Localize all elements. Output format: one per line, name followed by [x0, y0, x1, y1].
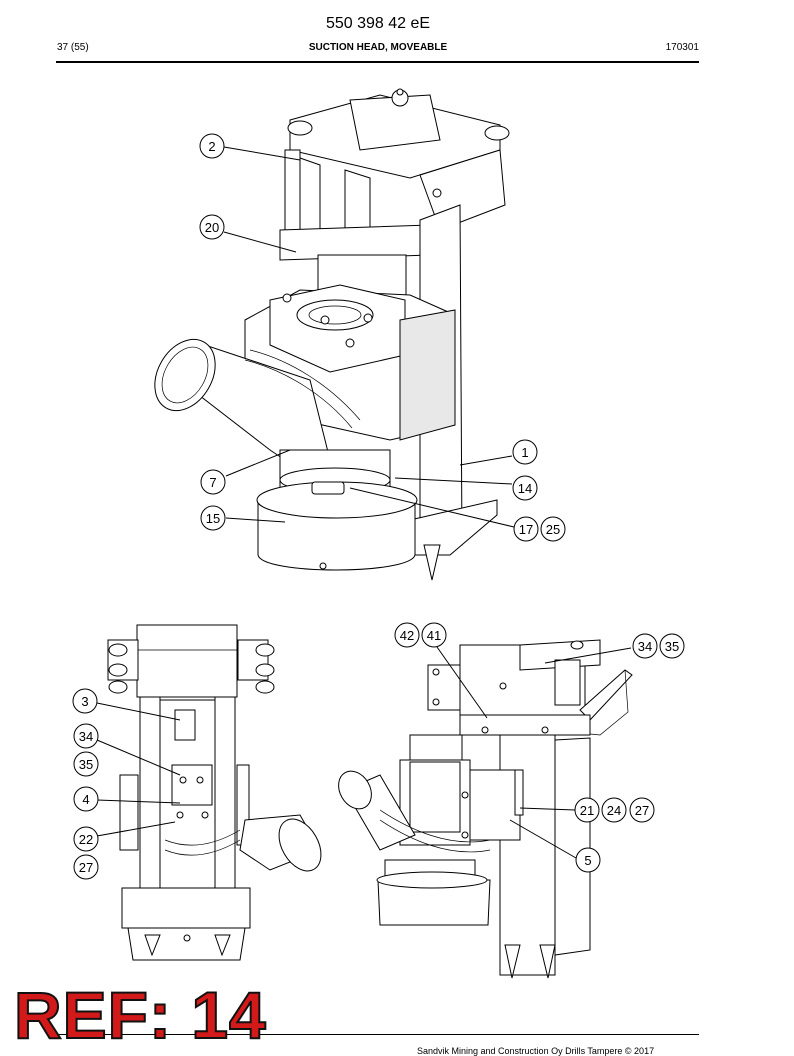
svg-text:22: 22	[79, 832, 93, 847]
date-code: 170301	[665, 42, 699, 53]
page-title: SUCTION HEAD, MOVEABLE	[308, 42, 448, 53]
svg-text:24: 24	[607, 803, 621, 818]
isometric-assembly-view	[154, 88, 510, 581]
callout-27: 27	[73, 854, 99, 880]
svg-text:7: 7	[209, 475, 216, 490]
svg-text:27: 27	[79, 860, 93, 875]
callout-27: 27	[629, 797, 655, 823]
document-number: 550 398 42 eE	[325, 15, 431, 32]
svg-text:14: 14	[518, 481, 532, 496]
callouts-top: 2 20 1 7 14 15 17 25	[199, 133, 566, 542]
callout-34: 34	[632, 633, 658, 659]
callouts-side: 42 41 34 35 21 24 27 5	[394, 622, 685, 873]
svg-text:34: 34	[638, 639, 652, 654]
svg-text:27: 27	[635, 803, 649, 818]
callout-25: 25	[540, 516, 566, 542]
callout-35: 35	[659, 633, 685, 659]
callout-41: 41	[421, 622, 447, 648]
callout-20: 20	[199, 214, 225, 240]
callout-21: 21	[574, 797, 600, 823]
callout-24: 24	[601, 797, 627, 823]
svg-text:1: 1	[521, 445, 528, 460]
svg-text:3: 3	[81, 694, 88, 709]
callout-14: 14	[512, 475, 538, 501]
callout-1: 1	[512, 439, 538, 465]
callout-22: 22	[73, 826, 99, 852]
svg-text:2: 2	[208, 139, 215, 154]
header-rule	[56, 61, 699, 63]
callout-2: 2	[199, 133, 225, 159]
svg-text:35: 35	[79, 757, 93, 772]
front-assembly-view	[107, 624, 322, 961]
svg-text:17: 17	[519, 522, 533, 537]
callout-7: 7	[200, 469, 226, 495]
svg-text:4: 4	[82, 792, 89, 807]
ref-overlay-label: REF: 14	[13, 978, 267, 1052]
side-assembly-view	[338, 639, 633, 979]
svg-text:25: 25	[546, 522, 560, 537]
callout-3: 3	[72, 688, 98, 714]
callout-4: 4	[73, 786, 99, 812]
footer-rule	[56, 1034, 699, 1035]
svg-text:42: 42	[400, 628, 414, 643]
callout-17: 17	[513, 516, 539, 542]
callout-34: 34	[73, 723, 99, 749]
svg-text:20: 20	[205, 220, 219, 235]
svg-text:41: 41	[427, 628, 441, 643]
callout-35: 35	[73, 751, 99, 777]
callout-42: 42	[394, 622, 420, 648]
page-reference: 37 (55)	[57, 42, 89, 53]
copyright-notice: Sandvik Mining and Construction Oy Drill…	[417, 1046, 655, 1056]
callout-5: 5	[575, 847, 601, 873]
svg-text:5: 5	[584, 853, 591, 868]
svg-text:15: 15	[206, 511, 220, 526]
callout-15: 15	[200, 505, 226, 531]
callouts-front: 3 34 35 4 22 27	[72, 688, 181, 880]
svg-text:21: 21	[580, 803, 594, 818]
svg-text:35: 35	[665, 639, 679, 654]
svg-text:34: 34	[79, 729, 93, 744]
